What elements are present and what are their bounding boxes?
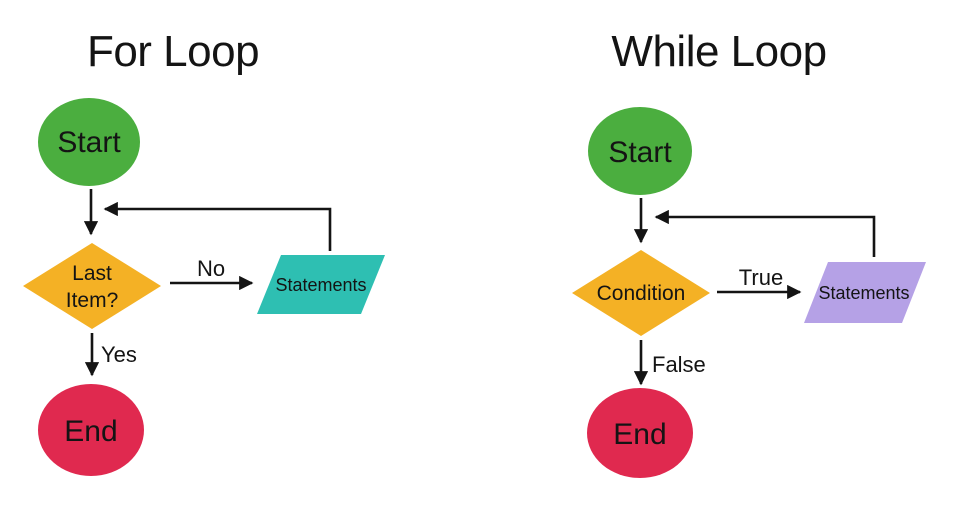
for-loop-title: For Loop: [87, 27, 259, 76]
for-yes-label: Yes: [101, 342, 137, 367]
while-loopback-arrow: [654, 209, 876, 257]
for-start-label: Start: [57, 126, 121, 159]
for-end-label: End: [64, 415, 117, 448]
for-statements-label: Statements: [275, 275, 366, 295]
while-start-node: [588, 107, 692, 195]
for-loopback-arrow: [103, 201, 332, 251]
for-no-label: No: [197, 256, 225, 281]
while-loop-title: While Loop: [611, 27, 826, 76]
while-true-label: True: [739, 265, 783, 290]
while-statements-node: [804, 262, 926, 323]
for-statements-node: [257, 255, 385, 314]
while-statements-label: Statements: [818, 283, 909, 303]
while-false-label: False: [652, 352, 706, 377]
while-decision-node: [572, 250, 710, 336]
for-decision-node: [23, 243, 161, 329]
for-decision-label-line1: Last: [72, 262, 112, 285]
while-end-node: [587, 388, 693, 478]
for-decision-label-line2: Item?: [66, 289, 119, 312]
while-start-label: Start: [608, 136, 672, 169]
while-end-label: End: [613, 418, 666, 451]
for-end-node: [38, 384, 144, 476]
while-decision-label: Condition: [597, 282, 686, 305]
for-start-node: [38, 98, 140, 186]
